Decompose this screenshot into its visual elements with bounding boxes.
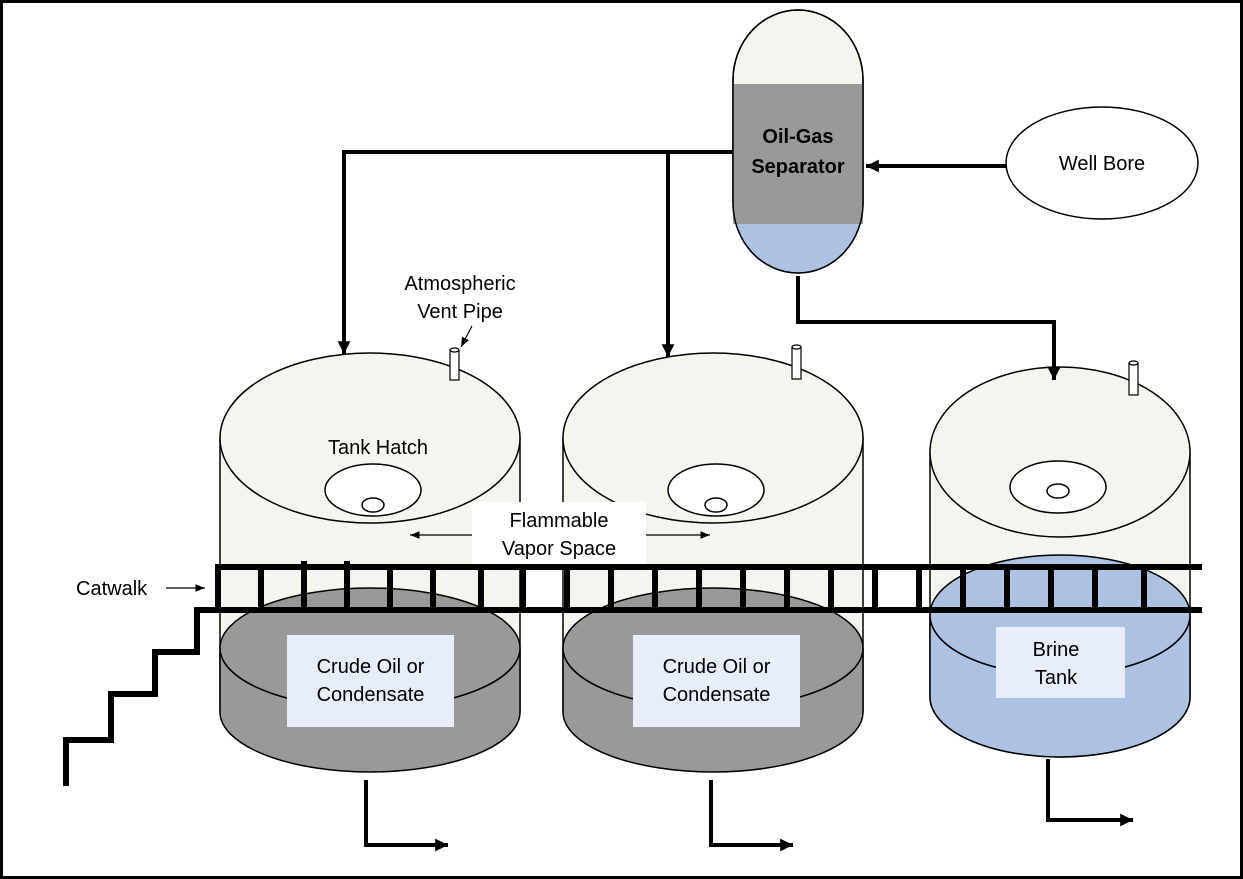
tank3-label-box [996,627,1125,698]
flammable-label-line1: Flammable [510,510,609,532]
flammable-label-line2: Vapor Space [502,538,616,560]
tank1-label-line1: Crude Oil or [317,656,425,678]
tank-hatch [324,463,422,517]
separator-to-tank1-pipe [337,150,733,354]
vent-pipe [1128,360,1139,396]
catwalk-label: Catwalk [76,578,148,600]
flammable-label-box [472,502,646,564]
brine-tank: Brine Tank [929,360,1191,827]
outlet-pipe [364,780,448,852]
tank-top [562,352,864,524]
tank-hatch [667,463,765,517]
outlet-pipe [1046,759,1133,827]
vent-pipe [449,347,460,381]
vent-pipe-label-line2: Vent Pipe [417,301,503,323]
stairs [63,607,1202,786]
tank-top [929,366,1191,538]
tank-top [219,352,521,524]
separator-to-brine-pipe [796,276,1061,380]
tank-hatch-label: Tank Hatch [328,437,428,459]
vent-pipe [791,344,802,380]
vent-pipe-label-line1: Atmospheric [404,273,515,295]
crude-oil-tank-1: Crude Oil or Condensate [219,347,521,852]
tank3-label-line1: Brine [1033,639,1080,661]
outlet-pipe [709,780,793,852]
vent-pipe-pointer [460,325,473,348]
separator-label-line2: Separator [751,156,845,178]
catwalk [63,561,1202,786]
tank2-label-line1: Crude Oil or [663,656,771,678]
tank1-label-line2: Condensate [317,684,425,706]
tank2-label-line2: Condensate [663,684,771,706]
well-bore: Well Bore [1005,106,1199,220]
tank2-label-box [633,635,800,727]
well-bore-label: Well Bore [1059,153,1145,175]
oil-gas-separator: Oil-Gas Separator [732,9,864,274]
tank1-label-box [287,635,454,727]
tank3-label-line2: Tank [1035,667,1078,689]
separator-label-line1: Oil-Gas [762,126,833,148]
